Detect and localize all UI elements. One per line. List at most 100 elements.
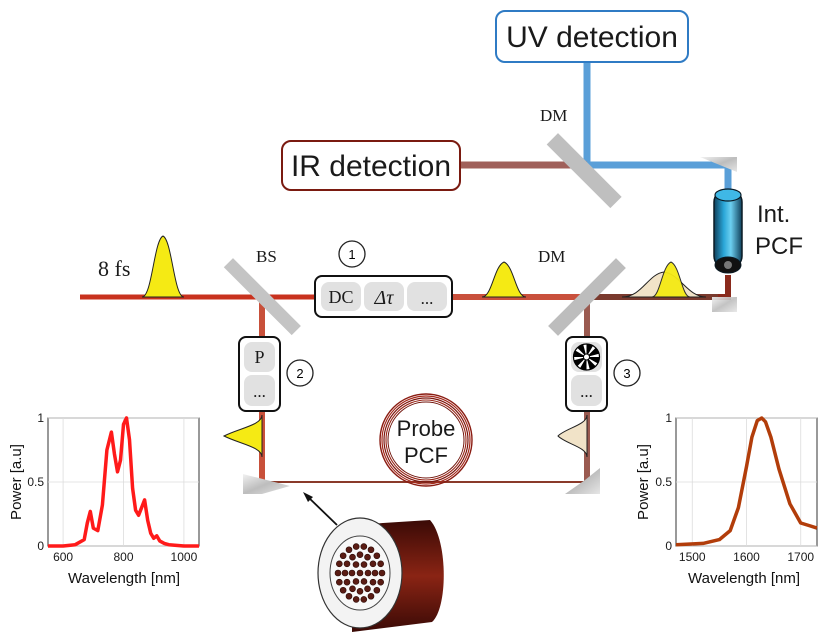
x-tick-label: 600 [53,550,73,564]
module-3-badge [613,359,641,387]
fiber-air-hole [336,578,343,586]
mirror-bottom-left [243,474,290,494]
probe-pcf: Probe PCF [379,393,473,487]
y-tick-label: 0 [37,539,44,553]
module-1: 1 DC Δτ ... [314,240,453,318]
fiber-air-hole [369,560,377,568]
ir-detection-box: IR detection [281,140,461,191]
fiber-air-hole [367,546,375,554]
pump-pulse-overlap [651,261,691,298]
y-tick-label: 0 [665,539,672,553]
module-1-badge [338,240,366,268]
dichroic-mirror-middle [548,258,626,336]
dichroic-mirror-top [546,133,622,209]
fiber-air-hole [360,596,368,603]
pulse-after-module [481,261,527,298]
pointer-arrow [306,495,338,526]
left-plot-xlabel: Wavelength [nm] [68,570,180,587]
beam-to-int-pcf [718,275,731,300]
x-tick-label: 1600 [733,550,760,564]
fiber-air-hole [343,578,351,586]
module-1-more-label: ... [421,289,434,308]
fiber-air-hole [371,569,379,577]
x-tick-label: 1700 [787,550,814,564]
fiber-air-hole [364,585,371,593]
mirror-middle-right [712,297,737,312]
fiber-air-hole [352,578,360,585]
pulse-duration-label: 8 fs [98,256,130,281]
module-1-cell-dc [321,282,361,311]
int-pcf: Int. PCF [713,188,803,274]
x-tick-label: 1500 [679,550,706,564]
fiber-air-hole [349,585,356,593]
left-plot-ylabel: Power [a.u] [8,444,25,520]
dm-top-label: DM [540,106,567,125]
fiber-air-hole [348,569,356,577]
delay-label: Δτ [374,287,395,309]
fiber-hole-pattern [334,543,386,603]
uv-detection-box: UV detection [495,10,689,63]
fiber-cross-section [303,492,444,632]
fiber-air-hole [343,560,351,568]
module-1-number: 1 [348,247,355,262]
uv-detection-label: UV detection [506,21,678,54]
fiber-air-hole [360,543,368,550]
bs-label: BS [256,247,277,266]
module-3-number: 3 [623,366,630,381]
fiber-air-hole [360,561,368,568]
fiber-air-hole [356,551,364,559]
y-tick-label: 1 [665,411,672,425]
right-plot-grid [676,417,817,547]
mirror-bottom-right [565,468,600,494]
pointer-arrow-head [303,492,313,502]
x-tick-label: 800 [113,550,133,564]
fiber-air-hole [339,586,347,594]
int-pcf-label-1: Int. [757,201,790,228]
right-plot-ylabel: Power [a.u] [635,444,652,520]
right-plot-xlabel: Wavelength [nm] [688,570,800,587]
chopper-wheel-icon [572,343,601,371]
probe-pcf-label-1: Probe [397,416,456,441]
y-tick-label: 0.5 [27,475,44,489]
module-3-cell-more [571,375,602,406]
module-2: P ... 2 [238,336,314,412]
probe-pcf-label-2: PCF [404,443,448,468]
fiber-air-hole [339,552,347,560]
fiber-air-hole [367,592,375,600]
int-pcf-fiber [713,189,743,269]
fiber-air-hole [360,578,368,585]
dm-middle-label: DM [538,247,565,266]
fiber-air-hole [377,578,384,586]
pulses [141,235,707,458]
fiber-air-hole [345,546,353,554]
module-2-number: 2 [296,366,303,381]
fiber-air-hole [336,560,343,568]
fiber-air-hole [341,569,349,577]
pulse-after-shaper-yellow [222,414,263,458]
fiber-air-hole [369,578,377,586]
right-spectrum-curve [675,416,818,547]
fiber-air-hole [352,561,360,568]
module-2-cell-p [244,342,275,372]
module-3-more-label: ... [580,382,593,401]
left-spectrum-curve [48,416,199,548]
int-pcf-core [724,261,732,269]
fiber-air-hole [364,553,371,561]
fiber-air-hole [352,543,360,550]
module-2-cell-more [244,375,275,406]
x-tick-label: 1000 [171,550,198,564]
pulse-after-shaper-beige [557,414,588,458]
ir-detection-label: IR detection [291,150,451,183]
int-pcf-top-end [714,188,742,202]
fiber-air-hole [345,592,353,600]
module-2-badge [286,359,314,387]
optics [223,133,737,494]
fiber-air-hole [356,569,364,577]
fiber-air-hole [373,552,381,560]
fiber-air-hole [364,569,372,577]
